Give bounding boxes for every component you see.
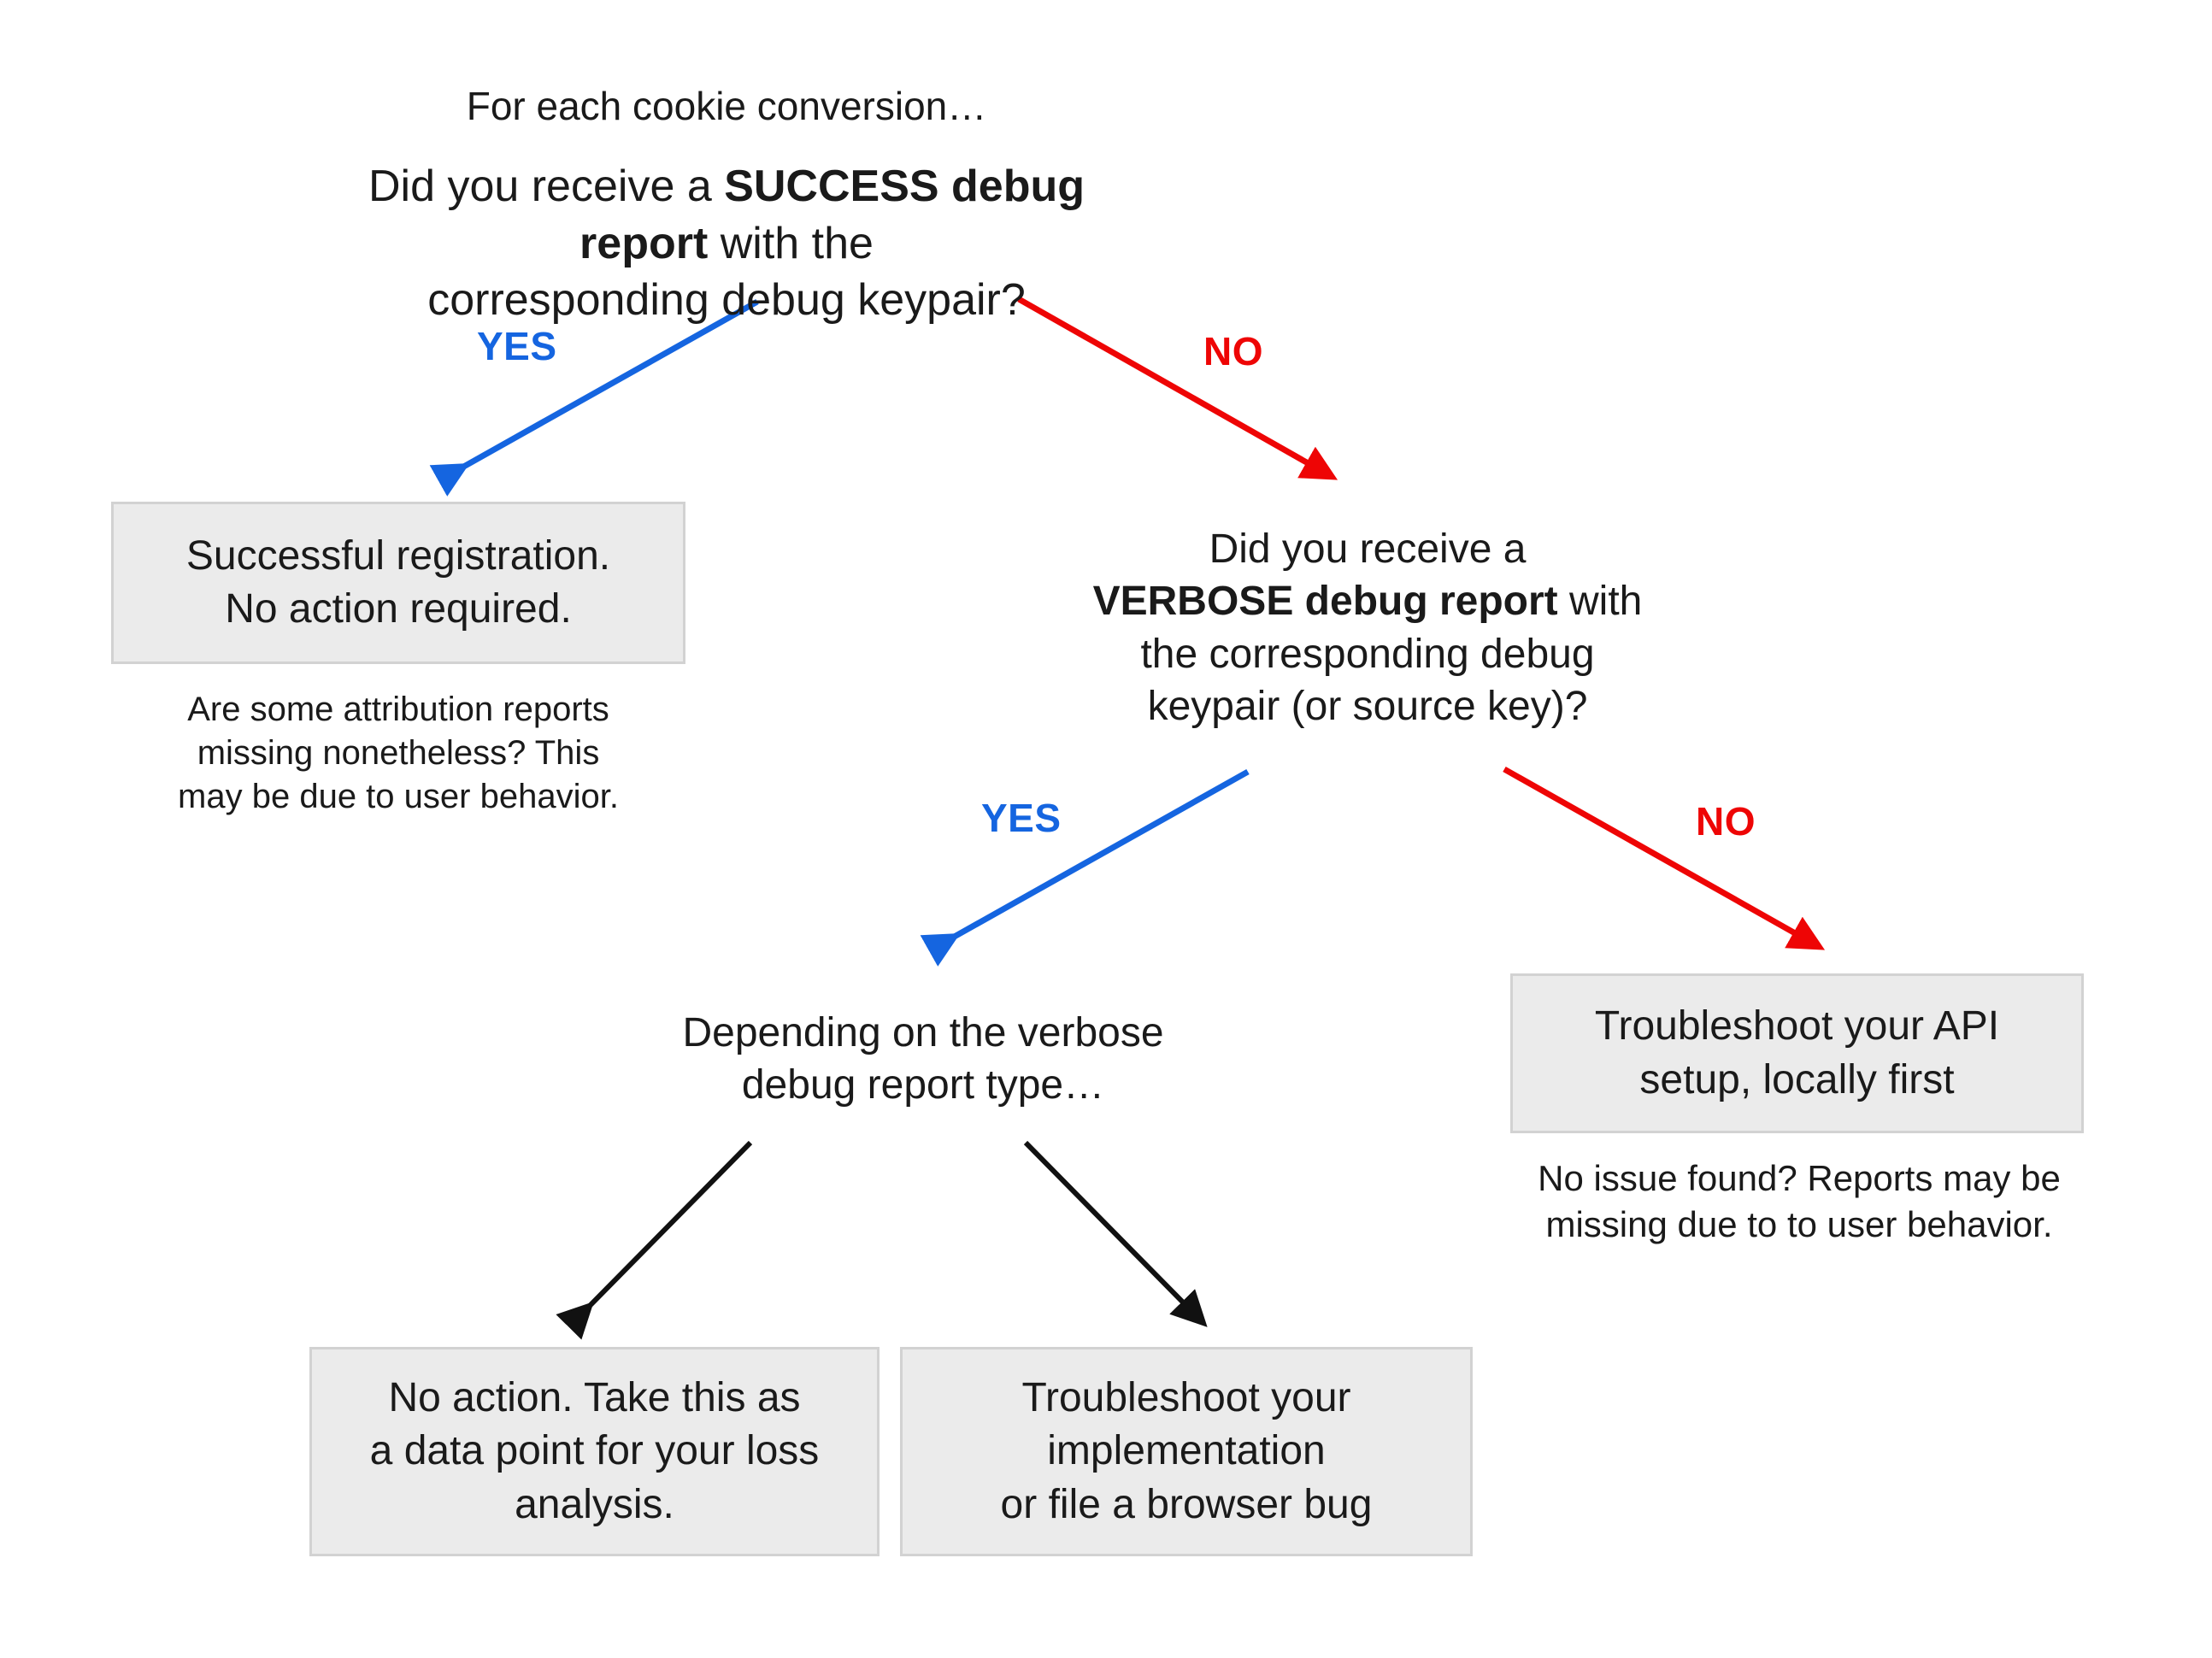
box-no-action-loss-analysis: No action. Take this as a data point for… (309, 1347, 880, 1556)
arrow-depending-to-left-box (556, 1140, 753, 1340)
question-2-suffix: with the corresponding debug keypair (or… (1140, 579, 1643, 730)
question-1-suffix: with the corresponding debug keypair? (427, 218, 1026, 326)
question-1-emphasis: SUCCESS debug report (579, 162, 1097, 268)
question-2-emphasis: VERBOSE debug report (1092, 579, 1558, 625)
edge-label-yes-level1: YES (477, 324, 557, 368)
box-troubleshoot-implementation: Troubleshoot your implementation or file… (900, 1347, 1473, 1556)
depending-on-type-text: Depending on the verbose debug report ty… (682, 1010, 1164, 1108)
box-troubleshoot-api-setup: Troubleshoot your API setup, locally fir… (1510, 973, 2084, 1133)
arrow-depending-to-right-box (1023, 1140, 1208, 1327)
box-successful-registration: Successful registration. No action requi… (111, 502, 685, 664)
edge-label-no-level2: NO (1696, 799, 1756, 844)
question-1-prefix: Did you receive a (368, 162, 725, 211)
note-troubleshoot-api-setup: No issue found? Reports may be missing d… (1538, 1158, 2061, 1244)
intro-text: For each cookie conversion… (466, 84, 987, 128)
question-1: Did you receive a SUCCESS debug report w… (299, 158, 1154, 329)
question-2: Did you receive a VERBOSE debug report wi… (1017, 523, 1718, 733)
question-2-line1: Did you receive a (1209, 526, 1527, 572)
arrow-no-level2 (1503, 766, 1826, 950)
note-successful-registration: Are some attribution reports missing non… (178, 691, 619, 816)
edge-label-yes-level2: YES (981, 796, 1062, 840)
edge-label-no-level1: NO (1203, 329, 1263, 373)
